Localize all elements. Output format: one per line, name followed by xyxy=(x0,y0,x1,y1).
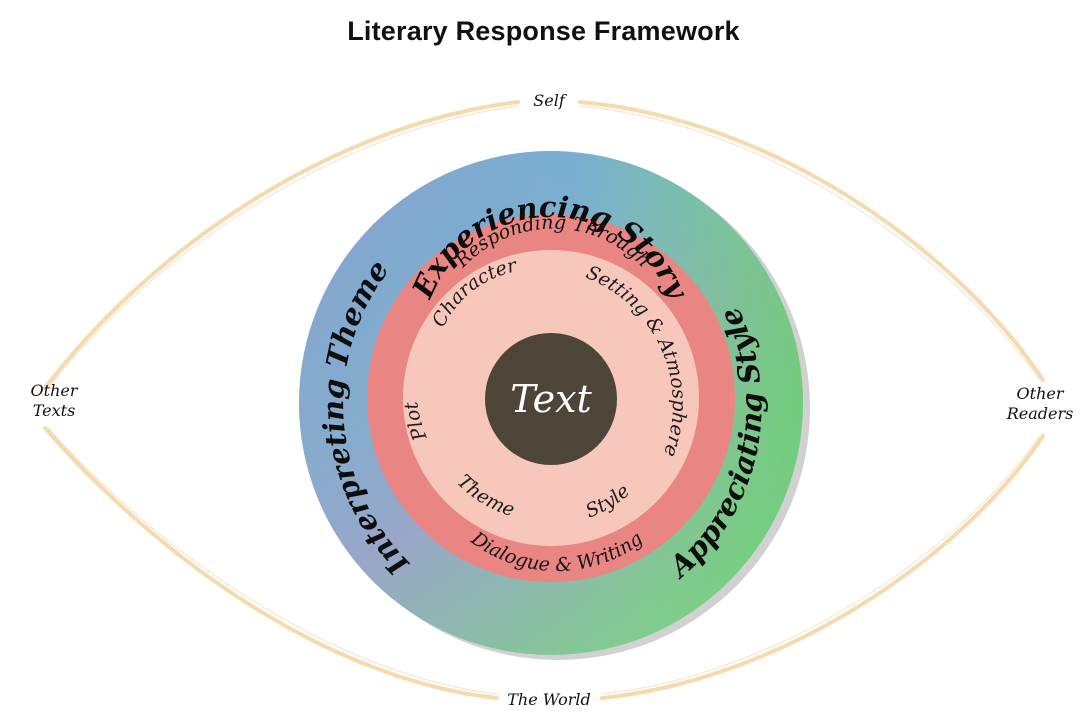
diagram-title: Literary Response Framework xyxy=(347,16,740,46)
label-other-texts-line1: Other xyxy=(31,381,79,400)
center-circle xyxy=(485,333,617,465)
label-other-texts-line2: Texts xyxy=(33,401,76,420)
eye-outline xyxy=(43,100,1045,700)
label-other-readers-line1: Other xyxy=(1017,384,1065,403)
label-the-world: The World xyxy=(507,690,591,709)
eye-upper-right xyxy=(578,100,1045,382)
eye-lower-right xyxy=(600,434,1045,700)
eye-lower-left xyxy=(43,426,499,700)
center-label-text: Text xyxy=(510,377,592,421)
eye-upper-left xyxy=(43,100,520,390)
label-self: Self xyxy=(533,91,568,110)
label-other-readers-line2: Readers xyxy=(1006,404,1074,423)
